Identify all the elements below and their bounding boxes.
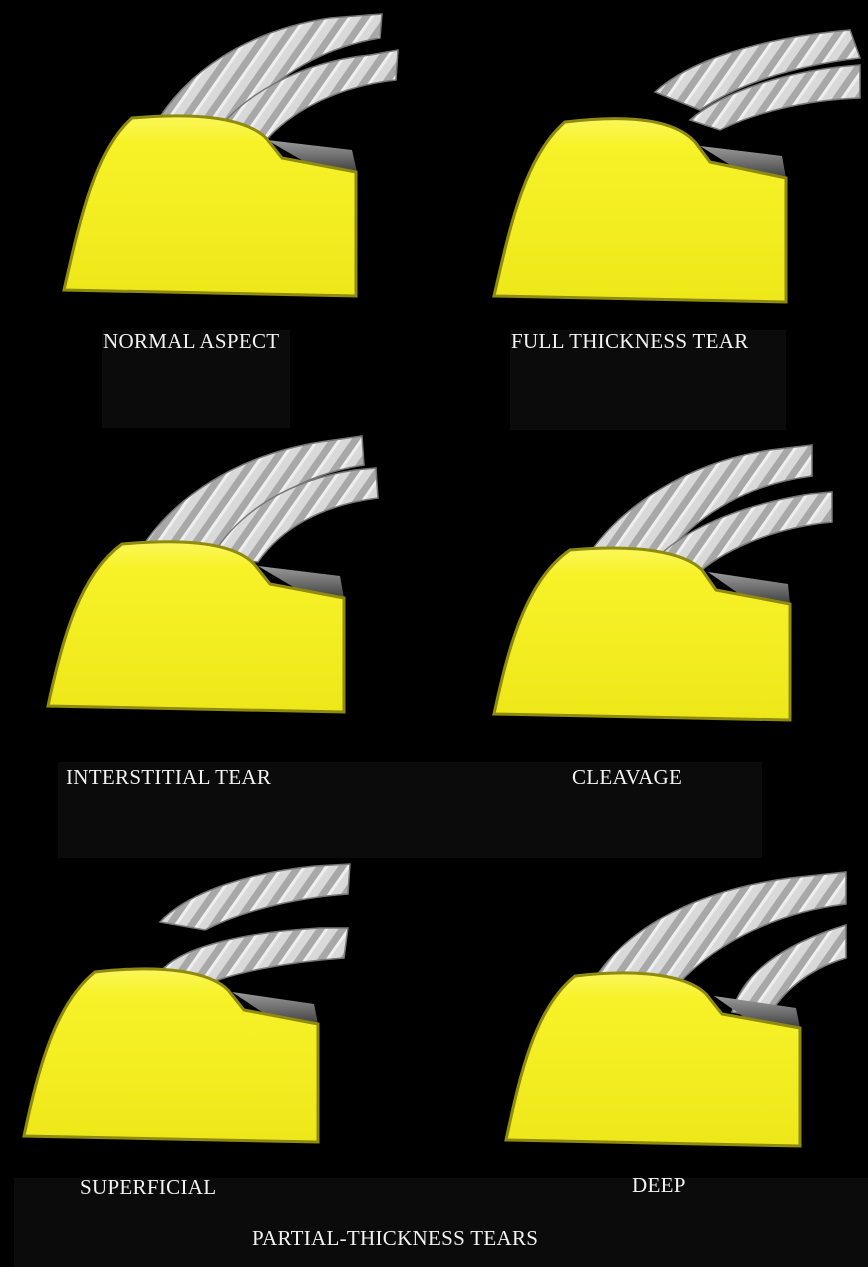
humeral-head bbox=[48, 542, 344, 712]
humeral-head bbox=[64, 116, 356, 296]
panel-deep bbox=[506, 872, 846, 1146]
group-caption-partial-thickness: PARTIAL-THICKNESS TEARS bbox=[252, 1228, 538, 1249]
label-normal-aspect: NORMAL ASPECT bbox=[103, 331, 279, 352]
panel-full-thickness bbox=[494, 30, 860, 302]
label-superficial: SUPERFICIAL bbox=[80, 1177, 216, 1198]
panel-superficial bbox=[24, 864, 350, 1142]
tendon-upper-bundle bbox=[160, 864, 350, 930]
label-deep: DEEP bbox=[632, 1175, 686, 1196]
humeral-head bbox=[494, 119, 786, 302]
humeral-head bbox=[24, 969, 318, 1142]
panel-interstitial bbox=[48, 436, 378, 712]
label-full-thickness-tear: FULL THICKNESS TEAR bbox=[511, 331, 749, 352]
panel-cleavage bbox=[494, 445, 832, 720]
humeral-head bbox=[494, 548, 790, 720]
label-interstitial-tear: INTERSTITIAL TEAR bbox=[66, 767, 271, 788]
label-cleavage: CLEAVAGE bbox=[572, 767, 682, 788]
panel-normal bbox=[64, 14, 398, 296]
